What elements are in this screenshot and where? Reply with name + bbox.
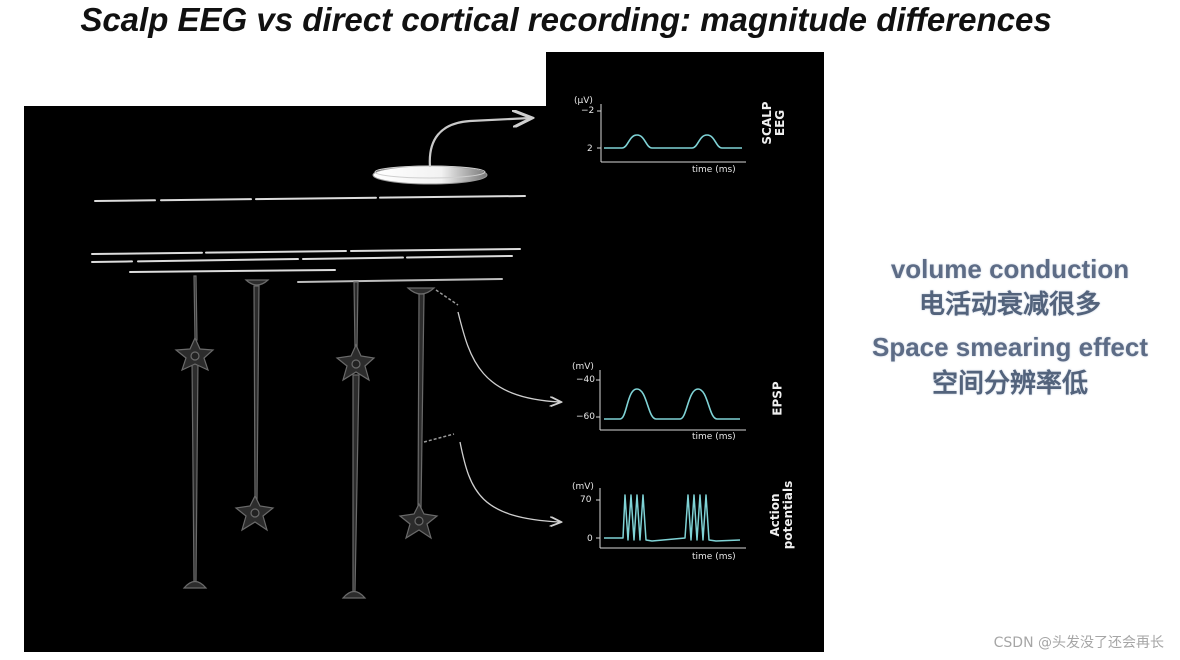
epsp-tick-bottom: −60 (576, 412, 595, 422)
note-attenuation-cn: 电活动衰减很多 (918, 290, 1101, 320)
layer-line (297, 278, 503, 283)
pyramidal-neuron (234, 279, 275, 532)
neurons (174, 275, 439, 599)
note-volume-conduction: volume conduction (890, 254, 1130, 284)
epsp-unit-label: (mV) (572, 362, 594, 372)
scalp-tick-top: −2 (581, 106, 595, 116)
pyramidal-neuron (174, 275, 215, 589)
electrode-to-eeg-arrow (428, 118, 530, 168)
skull-layer-lines (91, 195, 526, 283)
ap-tick-top: 70 (580, 495, 592, 505)
layer-line (91, 255, 513, 263)
epsp-arrow (457, 311, 560, 402)
scalp-tick-bottom: 2 (587, 144, 593, 154)
epsp-side-label: EPSP (770, 381, 785, 416)
scalp-electrode (372, 165, 488, 185)
ap-side-label: Action potentials (768, 480, 795, 550)
epsp-plot (596, 370, 746, 431)
pyramidal-neuron (398, 287, 439, 540)
epsp-trace (604, 388, 740, 420)
scalp-unit-label: (μV) (574, 96, 593, 106)
scalp-xlabel: time (ms) (692, 165, 736, 175)
tick (596, 379, 600, 418)
note-low-resolution-cn: 空间分辨率低 (931, 369, 1088, 399)
layer-line (129, 269, 336, 273)
ap-probe-marker (423, 433, 455, 443)
scalp-eeg-plot (597, 104, 746, 163)
ap-unit-label: (mV) (572, 482, 594, 492)
epsp-tick-top: −40 (576, 375, 595, 385)
tick (597, 110, 601, 149)
ap-tick-bottom: 0 (587, 534, 593, 544)
action-potential-plot (596, 488, 746, 549)
pyramidal-neuron (335, 281, 376, 599)
tick (596, 499, 600, 539)
note-space-smearing: Space smearing effect (871, 332, 1148, 362)
ap-trace (604, 494, 741, 542)
epsp-probe-marker (435, 289, 459, 306)
layer-line (91, 248, 521, 255)
eeg-trace (604, 134, 742, 149)
scalp-eeg-panel-background (546, 52, 824, 207)
ap-xlabel: time (ms) (692, 552, 736, 562)
ap-arrow (459, 441, 560, 522)
scalp-side-label: SCALP EEG (760, 101, 787, 145)
layer-line (94, 195, 526, 202)
figure-title: Scalp EEG vs direct cortical recording: … (80, 1, 1052, 38)
watermark: CSDN @头发没了还会再长 (993, 635, 1164, 651)
epsp-xlabel: time (ms) (692, 432, 736, 442)
